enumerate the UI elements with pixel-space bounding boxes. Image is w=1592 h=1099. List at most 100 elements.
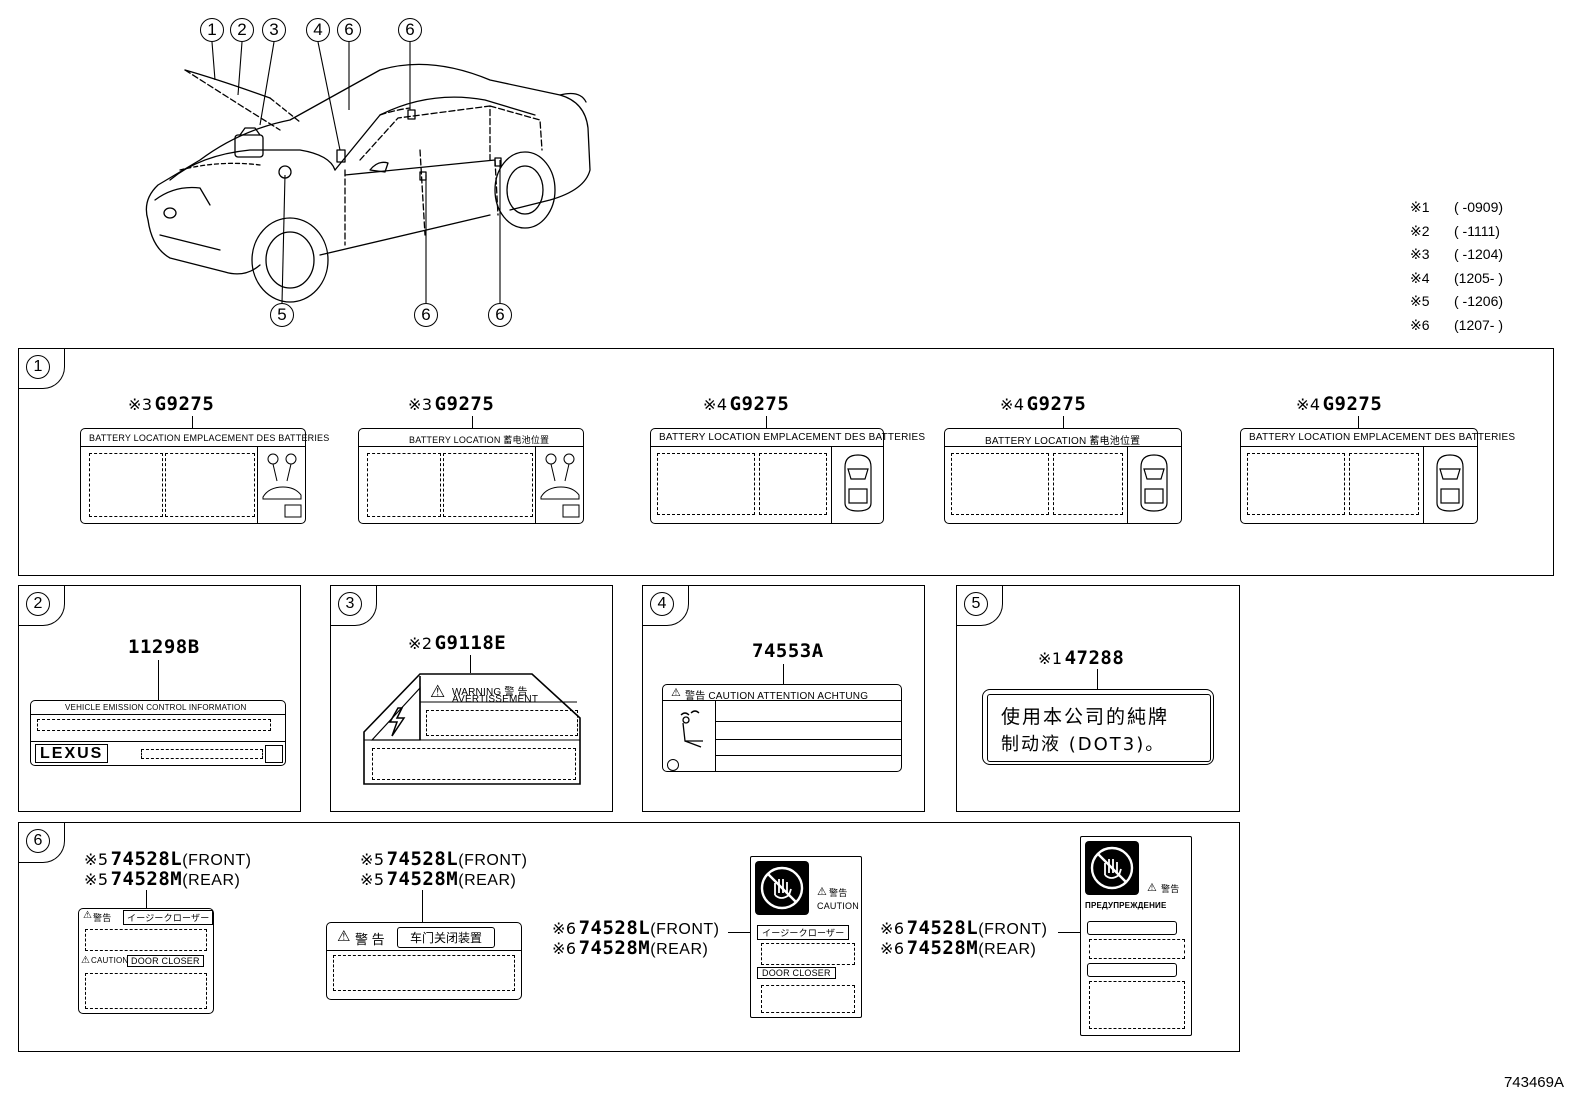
text-bar: [1087, 921, 1177, 935]
panel-index: 4: [650, 592, 674, 616]
door-closer-label: ⚠ 警告 イージークローザー ⚠ CAUTION DOOR CLOSER: [78, 908, 214, 1014]
car-overview: [130, 10, 610, 335]
note-row: ※5( -1206): [1410, 290, 1559, 314]
warning-subtitle: AVERTISSEMENT: [452, 694, 539, 705]
panel-index: 5: [964, 592, 988, 616]
diagram-block: [443, 453, 533, 517]
part-code: 74528L: [906, 917, 979, 939]
note-mark: ※4: [703, 395, 728, 414]
label-text: DOOR CLOSER: [757, 967, 836, 979]
code-box: [265, 745, 283, 763]
diagram-block: [89, 453, 163, 517]
part-suffix: (REAR): [978, 941, 1037, 958]
leader-line: [192, 416, 193, 428]
callout-4-top: 4: [306, 18, 330, 42]
note-mark: ※6: [552, 919, 577, 938]
part-code: 74528L: [386, 848, 459, 870]
note-row: ※3( -1204): [1410, 243, 1559, 267]
note-range: (1205- ): [1454, 269, 1504, 286]
callout-text: 5: [277, 305, 287, 324]
door-closer-label: ⚠ 警 告 车门关闭装置: [326, 922, 522, 1000]
diagram-block: [657, 453, 755, 515]
panel-index: 6: [26, 829, 50, 853]
label-text: 警告: [829, 888, 848, 898]
diagram-block: [1349, 453, 1419, 515]
note-mark: ※1: [1410, 199, 1430, 215]
note-mark: ※4: [1410, 269, 1430, 286]
high-voltage-icon: [388, 707, 406, 737]
callout-text: 6: [405, 20, 415, 39]
part-number: 74553A: [752, 640, 824, 662]
leader-line: [1058, 932, 1080, 933]
part-code: 11298B: [128, 636, 200, 658]
warning-triangle-icon: ⚠: [81, 955, 90, 966]
callout-6-bottom-a: 6: [414, 303, 438, 327]
note-mark: ※4: [1000, 395, 1025, 414]
car-top-view-icon: [844, 454, 872, 512]
label-header: BATTERY LOCATION 蓄电池位置: [985, 436, 1141, 447]
warning-title: WARNING 警 告: [452, 687, 528, 698]
text-block: [372, 748, 576, 780]
text-block: [333, 955, 515, 991]
note-mark: ※2: [1410, 222, 1430, 239]
part-suffix: (REAR): [458, 872, 517, 889]
car-silhouette-icon: [262, 453, 302, 518]
warning-label-shape: [363, 673, 581, 785]
brake-fluid-text-line2: 制动液 (DOT3)。: [1001, 734, 1166, 755]
leader-line: [158, 660, 159, 700]
label-header: 警告 CAUTION ATTENTION ACHTUNG: [685, 691, 869, 702]
leader-line: [728, 932, 750, 933]
callout-text: 1: [207, 20, 217, 39]
text-block: [85, 973, 207, 1009]
text-block: [1089, 939, 1185, 959]
label-header: VEHICLE EMISSION CONTROL INFORMATION: [65, 703, 247, 712]
label-text: イージークローザー: [757, 925, 850, 940]
warning-triangle-icon: ⚠: [817, 886, 827, 898]
leader-line: [470, 655, 471, 673]
brake-fluid-text-line1: 使用本公司的純牌: [1001, 706, 1170, 728]
part-suffix: (REAR): [650, 941, 709, 958]
panel-index: 1: [26, 355, 50, 379]
part-code: 74528L: [578, 917, 651, 939]
diagram-block: [951, 453, 1049, 515]
label-header: BATTERY LOCATION 蓄电池位置: [409, 435, 550, 445]
panel-index-tab: 1: [19, 349, 65, 389]
label-header: BATTERY LOCATION EMPLACEMENT DES BATTERI…: [659, 432, 926, 443]
leader-line: [1063, 416, 1064, 428]
car-top-view-icon: [1436, 454, 1464, 512]
car-silhouette-icon: [540, 453, 580, 518]
warning-triangle-icon: ⚠: [1147, 882, 1157, 894]
label-text: 警 告: [355, 932, 385, 947]
callout-text: 6: [495, 305, 505, 324]
part-code: 47288: [1064, 647, 1125, 669]
leader-line: [766, 416, 767, 428]
diagram-block: [1053, 453, 1123, 515]
battery-location-label: BATTERY LOCATION EMPLACEMENT DES BATTERI…: [650, 428, 925, 524]
callout-text: 4: [313, 20, 323, 39]
diagram-block: [759, 453, 827, 515]
panel-index-tab: 4: [643, 586, 689, 626]
part-code: G9275: [1322, 393, 1383, 415]
note-row: ※2( -1111): [1410, 220, 1559, 244]
part-code: 74528M: [906, 937, 979, 959]
panel-index: 3: [338, 592, 362, 616]
figure-id: 743469A: [1503, 1074, 1564, 1091]
leader-line: [1097, 669, 1098, 689]
note-mark: ※3: [1410, 246, 1430, 262]
no-touch-icon: [760, 866, 804, 910]
part-code: G9118E: [434, 632, 507, 654]
label-text: ПРЕДУПРЕЖДЕНИЕ: [1085, 901, 1167, 910]
panel-3: 3: [330, 585, 613, 812]
caution-label: ⚠ 警告 CAUTION ATTENTION ACHTUNG: [662, 684, 902, 772]
callout-6-top-a: 6: [337, 18, 361, 42]
car-top-view-icon: [1140, 454, 1168, 512]
callout-6-top-b: 6: [398, 18, 422, 42]
seat-heater-icon: [680, 710, 703, 748]
applicability-notes: ※1( -0909) ※2( -1111) ※3( -1204) ※4(1205…: [1410, 196, 1559, 337]
